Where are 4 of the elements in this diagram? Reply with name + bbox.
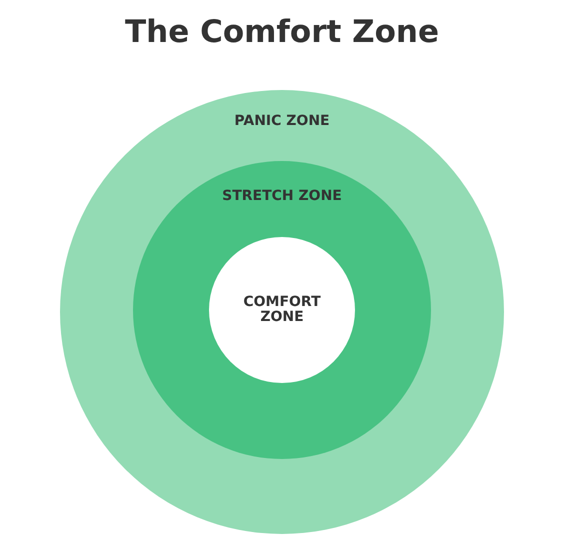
zone-label: STRETCH ZONE: [222, 189, 342, 204]
zone-label: PANIC ZONE: [233, 114, 331, 129]
zone-label: COMFORT ZONE: [242, 295, 322, 325]
diagram-title: The Comfort Zone: [124, 14, 440, 50]
